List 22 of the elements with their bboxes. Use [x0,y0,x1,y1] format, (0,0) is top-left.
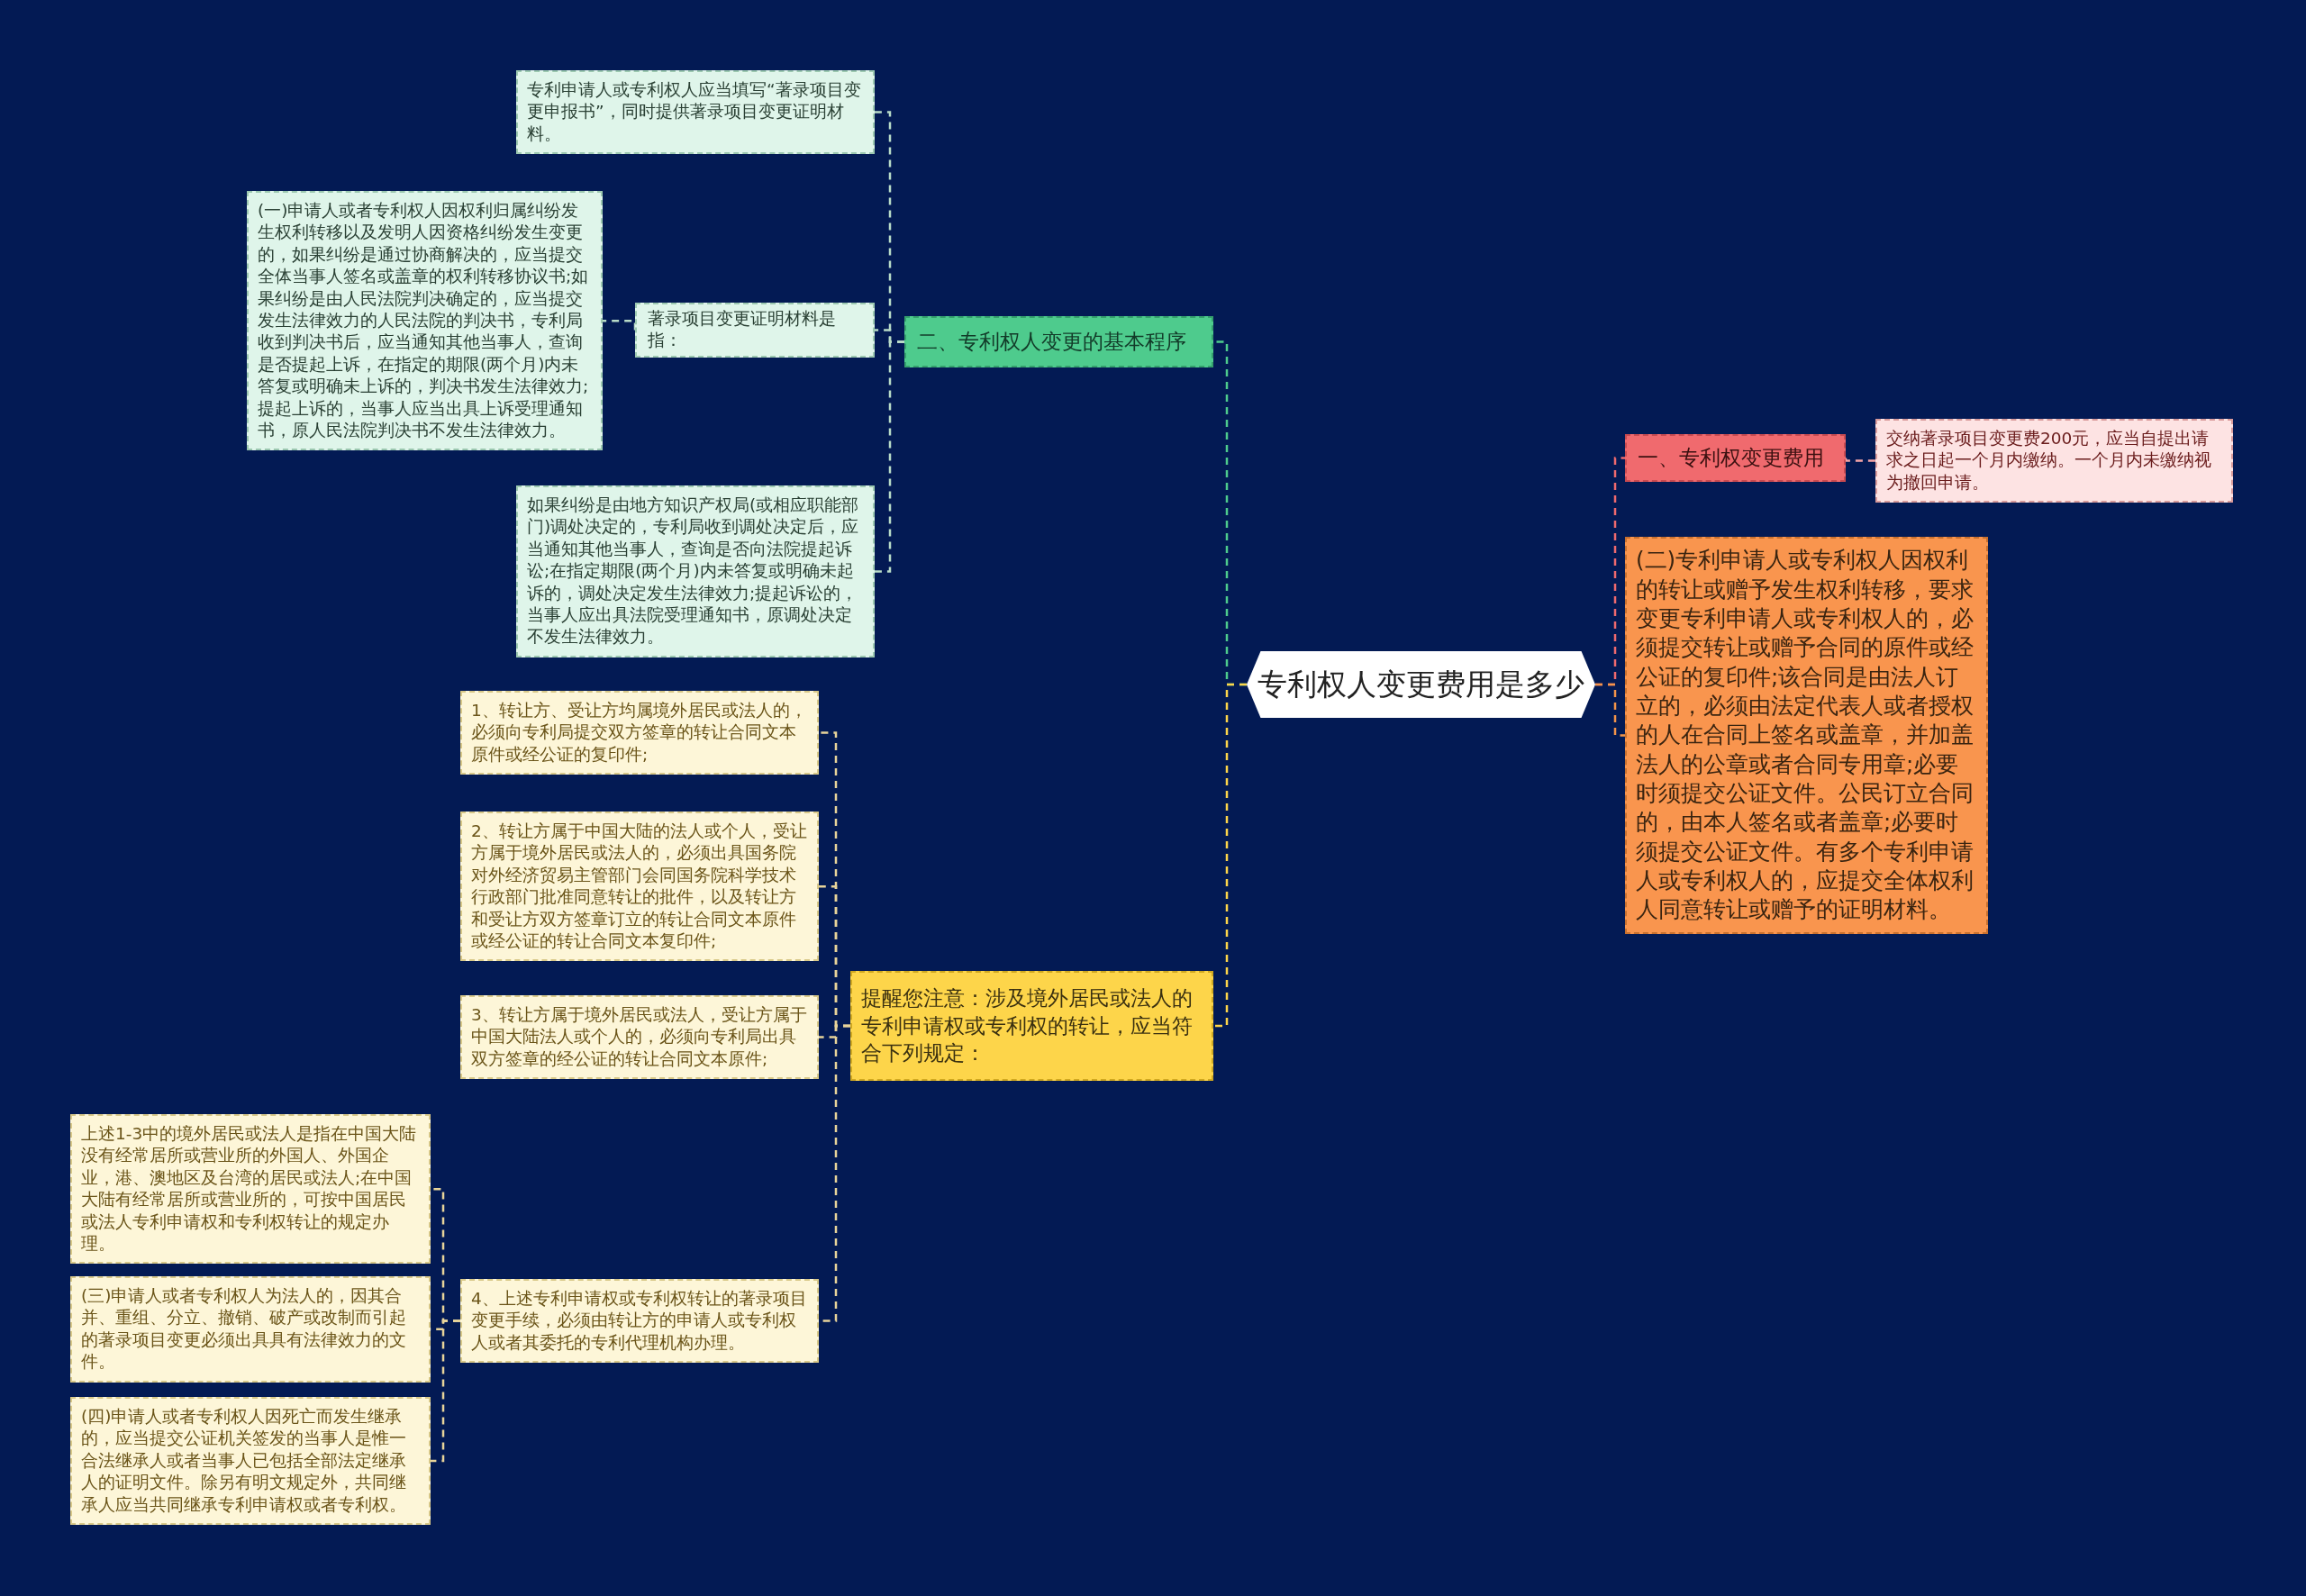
note-box: 著录项目变更证明材料是指： [635,303,875,358]
note-box: (二)专利申请人或专利权人因权利的转让或赠予发生权利转移，要求变更专利申请人或专利权人的，必须提交转让或赠予合同的原件或经公证的复印件;该合同是由法人订立的，必须由法定代表人或者授权的人在合同上签名或盖章，并加盖法人的公章或者合同专用章;必要时须提交公证文件。公民订立合同的，由本人签名或者盖章;必要时须提交公证文件。有多个专利申请人或专利权人的，应提交全体权利人同意转让或赠予的证明材料。 [1625,537,1988,934]
central-topic: 专利权人变更费用是多少 [1247,651,1595,718]
connector-line [431,1319,460,1463]
note-box: 专利申请人或专利权人应当填写“著录项目变更申报书”，同时提供著录项目变更证明材料。 [516,70,875,155]
note-box: (三)申请人或者专利权人为法人的，因其合并、重组、分立、撤销、破产或改制而引起的著录项目变更必须出具具有法律效力的文件。 [70,1276,431,1383]
topic-box: 二、专利权人变更的基本程序 [904,316,1213,367]
note-box: 3、转让方属于境外居民或法人，受让方属于中国大陆法人或个人的，必须向专利局出具双方签章的经公证的转让合同文本原件; [460,995,819,1080]
note-box: 2、转让方属于中国大陆的法人或个人，受让方属于境外居民或法人的，必须出具国务院对外经济贸易主管部门会同国务院科学技术行政部门批准同意转让的批件，以及转让方和受让方双方签章订立的转让合同文本原件或经公证的转让合同文本复印件; [460,812,819,962]
topic-box: 提醒您注意：涉及境外居民或法人的专利申请权或专利权的转让，应当符合下列规定： [850,971,1213,1081]
note-box: 如果纠纷是由地方知识产权局(或相应职能部门)调处决定的，专利局收到调处决定后，应当通知其他当事人，查询是否向法院提起诉讼;在指定期限(两个月)内未答复或明确未起诉的，调处决定发生法律效力;提起诉讼的，当事人应出具法院受理通知书，原调处决定不发生法律效力。 [516,485,875,657]
note-box: (四)申请人或者专利权人因死亡而发生继承的，应当提交公证机关签发的当事人是惟一合法继承人或者当事人已包括全部法定继承人的证明文件。除另有明文规定外，共同继承人应当共同继承专利申请权或者专利权。 [70,1397,431,1526]
note-box: 1、转让方、受让方均属境外居民或法人的，必须向专利局提交双方签章的转让合同文本原件或经公证的复印件; [460,691,819,775]
connector-line [875,340,904,573]
topic-box: 一、专利权变更费用 [1625,434,1846,482]
note-box: 4、上述专利申请权或专利权转让的著录项目变更手续，必须由转让方的申请人或专利权人或者其委托的专利代理机构办理。 [460,1279,819,1364]
note-box: 上述1-3中的境外居民或法人是指在中国大陆没有经常居所或营业所的外国人、外国企业，港、澳地区及台湾的居民或法人;在中国大陆有经常居所或营业所的，可按中国居民或法人专利申请权和专利权转让的规定办理。 [70,1114,431,1265]
connector-line [1595,683,1625,737]
connector-line [1213,683,1247,1028]
note-box: 交纳著录项目变更费200元，应当自提出请求之日起一个月内缴纳。一个月内未缴纳视为撤回申请。 [1875,419,2233,503]
note-box: (一)申请人或者专利权人因权利归属纠纷发生权利转移以及发明人因资格纠纷发生变更的，如果纠纷是通过协商解决的，应当提交全体当事人签名或盖章的权利转移协议书;如果纠纷是由人民法院判决确定的，应当提交发生法律效力的人民法院的判决书，专利局收到判决书后，应当通知其他当事人，查询是否提起上诉，在指定的期限(两个月)内未答复或明确未上诉的，判决书发生法律效力;提起上诉的，当事人应当出具上诉受理通知书，原人民法院判决书不发生法律效力。 [247,191,603,451]
connector-line [603,320,637,331]
